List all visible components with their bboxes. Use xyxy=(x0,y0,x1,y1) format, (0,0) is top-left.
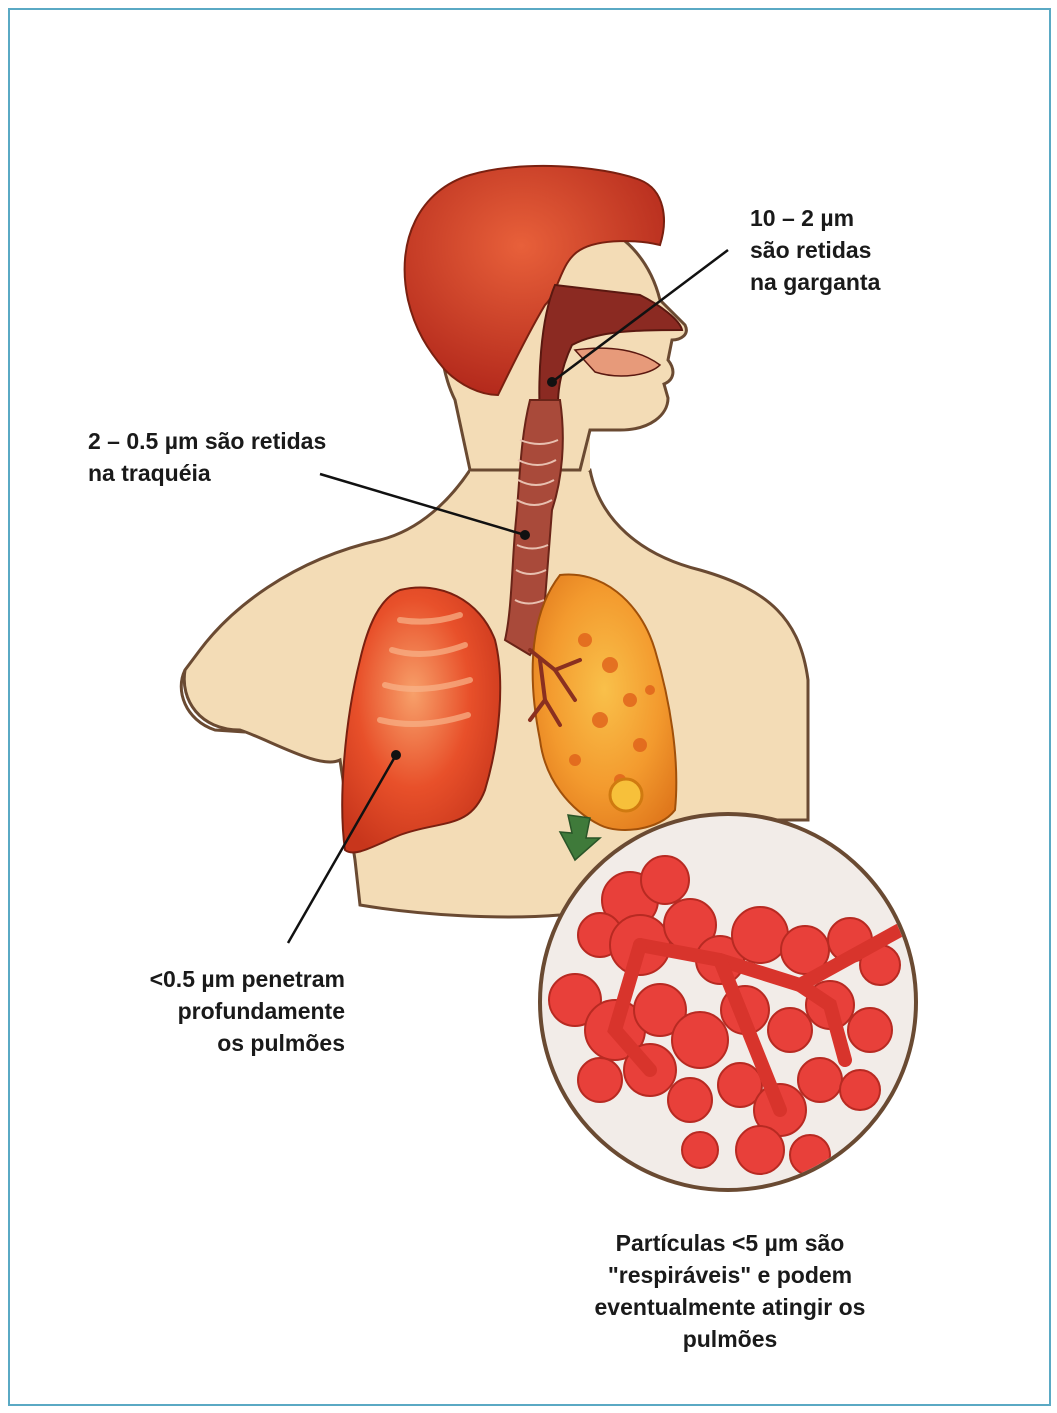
dot-throat xyxy=(547,377,557,387)
dot-lungs xyxy=(391,750,401,760)
label-trachea: 2 – 0.5 µm são retidas na traquéia xyxy=(88,425,408,489)
lung-nodule xyxy=(610,779,642,811)
label-respirable: Partículas <5 µm são "respiráveis" e pod… xyxy=(540,1227,920,1355)
dot-trachea xyxy=(520,530,530,540)
label-lungs: <0.5 µm penetram profundamente os pulmõe… xyxy=(95,963,345,1059)
label-throat: 10 – 2 µm são retidas na garganta xyxy=(750,202,1010,298)
